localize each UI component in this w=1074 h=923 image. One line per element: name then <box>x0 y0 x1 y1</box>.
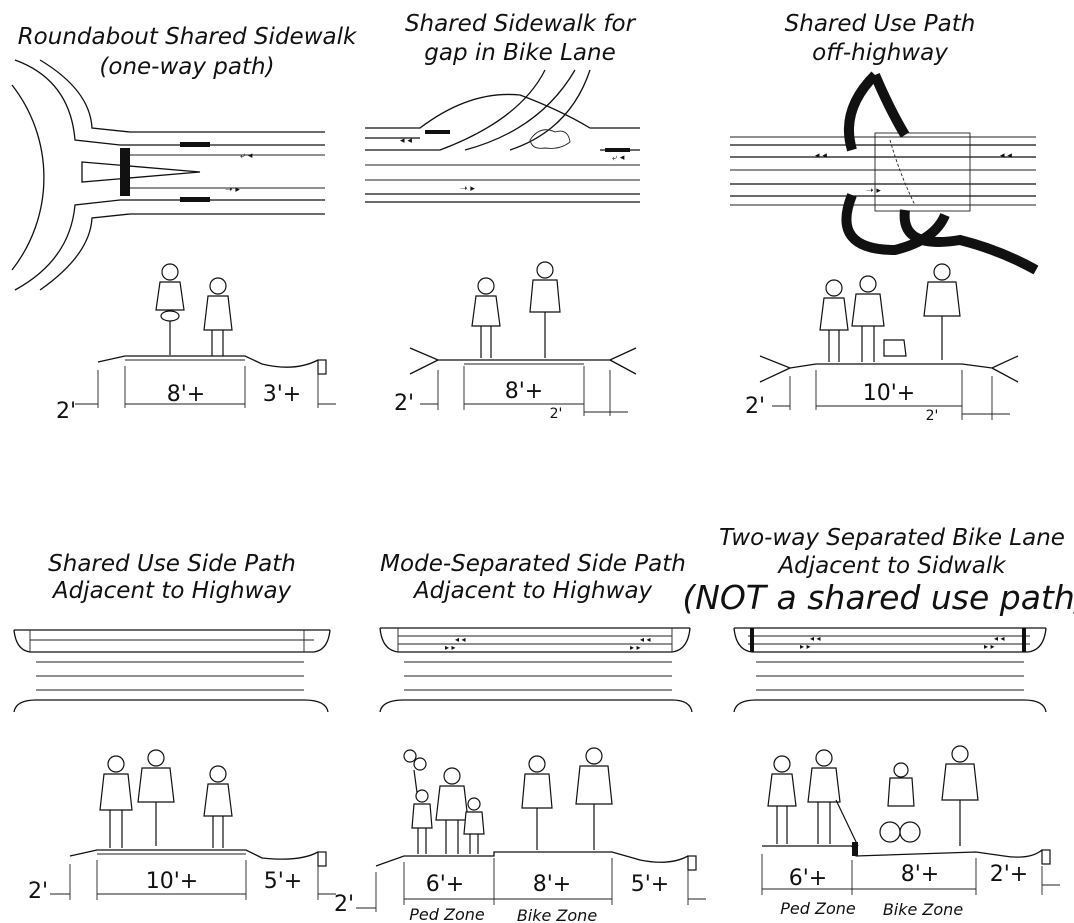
panel-title-line-1: Roundabout Shared Sidewalk <box>18 24 358 50</box>
panel-mode-separated-side-path: Mode-Separated Side Path Adjacent to Hig… <box>334 551 706 923</box>
panel-roundabout-shared-sidewalk: Roundabout Shared Sidewalk (one-way path… <box>11 24 358 424</box>
panel-title-line-1: Two-way Separated Bike Lane <box>719 525 1065 551</box>
panel-title-line-2: off-highway <box>812 40 948 66</box>
cyclist-figure <box>521 755 553 850</box>
cross-section-side-path: 2' 10'+ 5'+ <box>28 749 336 904</box>
cyclist-figure <box>529 261 561 358</box>
svg-text:⤶ ◂: ⤶ ◂ <box>612 153 625 163</box>
pedestrian-figure <box>203 765 233 848</box>
panel-title-line-2: Adjacent to Highway <box>51 578 292 604</box>
svg-text:◂ ◂: ◂ ◂ <box>815 151 827 161</box>
dim-path-width: 8'+ <box>167 382 205 407</box>
dim-left-buffer: 2' <box>56 399 76 424</box>
ped-zone-label: Ped Zone <box>409 905 485 923</box>
dim-ped-zone-width: 6'+ <box>426 872 464 897</box>
svg-text:◂ ◂: ◂ ◂ <box>1000 151 1012 161</box>
svg-text:◂ ◂: ◂ ◂ <box>994 634 1005 643</box>
ped-zone-label: Ped Zone <box>780 899 856 918</box>
cross-section-off-highway: 2' 10'+ 2' <box>745 263 1019 424</box>
panel-title-emphasis: (NOT a shared use path) <box>682 578 1074 617</box>
dim-bike-zone-width: 8'+ <box>901 862 939 887</box>
pedestrian-figure <box>471 277 501 358</box>
plan-view-roundabout: ⤶ ◂ ➝ ▸ <box>11 59 325 291</box>
dim-right-buffer: 3'+ <box>263 382 301 407</box>
panel-title-line-1: Shared Sidewalk for <box>405 11 637 37</box>
panel-title-line-2: Adjacent to Sidwalk <box>776 553 1007 579</box>
dim-right-buffer: 5'+ <box>631 872 669 897</box>
panel-shared-sidewalk-gap: Shared Sidewalk for gap in Bike Lane ◂ ◂… <box>365 11 640 422</box>
svg-text:◂ ◂: ◂ ◂ <box>455 635 466 644</box>
cross-section-bike-lane-gap: 2' 8'+ 2' <box>394 261 637 422</box>
dim-right-buffer: 2' <box>926 408 939 424</box>
dim-left-buffer: 2' <box>28 879 48 904</box>
svg-text:◂ ◂: ◂ ◂ <box>810 634 821 643</box>
pedestrian-figure <box>203 277 233 356</box>
svg-text:➝ ▸: ➝ ▸ <box>460 184 475 194</box>
pedestrian-with-cane-figure <box>807 749 859 847</box>
dim-path-width: 8'+ <box>505 379 543 404</box>
dim-right-buffer: 2'+ <box>990 862 1028 887</box>
plan-view-bike-lane-gap: ◂ ◂ ⤶ ◂ ➝ ▸ <box>365 69 640 203</box>
plan-view-side-path <box>13 629 331 713</box>
svg-text:⤶ ◂: ⤶ ◂ <box>240 151 253 161</box>
dim-left-buffer: 2' <box>745 394 765 419</box>
dim-path-width: 10'+ <box>146 869 198 894</box>
dim-left-buffer: 2' <box>394 391 414 416</box>
plan-view-off-highway: ◂ ◂ ◂ ◂ ➝ ▸ <box>730 71 1039 275</box>
child-figure <box>411 789 433 854</box>
pedestrian-figure <box>99 755 133 848</box>
dim-right-buffer: 5'+ <box>264 869 302 894</box>
cyclist-figure <box>941 745 979 846</box>
cyclist-figure <box>155 263 185 355</box>
svg-text:➝ ▸: ➝ ▸ <box>225 185 240 195</box>
panel-title-line-2: gap in Bike Lane <box>424 40 615 66</box>
plan-view-mode-separated: ◂ ◂ ◂ ◂ ▸ ▸ ▸ ▸ <box>379 627 693 713</box>
panel-title-line-2: Adjacent to Highway <box>412 578 653 604</box>
svg-text:▸ ▸: ▸ ▸ <box>630 643 641 652</box>
cyclist-figure <box>923 263 961 360</box>
dim-bike-zone-width: 8'+ <box>533 872 571 897</box>
svg-text:▸ ▸: ▸ ▸ <box>800 642 811 651</box>
bike-zone-label: Bike Zone <box>883 900 964 919</box>
svg-text:➝ ▸: ➝ ▸ <box>866 186 881 196</box>
svg-text:▸ ▸: ▸ ▸ <box>984 642 995 651</box>
dim-left-buffer: 2' <box>334 892 354 917</box>
dim-path-width: 10'+ <box>863 381 915 406</box>
panel-two-way-separated-bike-lane: Two-way Separated Bike Lane Adjacent to … <box>682 525 1074 919</box>
panel-title-line-1: Shared Use Side Path <box>48 551 296 577</box>
dim-ped-zone-width: 6'+ <box>789 866 827 891</box>
pedestrian-with-dog-figure <box>851 275 907 362</box>
plan-view-separated-bike-lane: ◂ ◂ ◂ ◂ ▸ ▸ ▸ ▸ <box>733 627 1047 713</box>
pedestrian-figure <box>819 279 849 362</box>
dim-right-buffer: 2' <box>550 406 563 422</box>
panel-shared-use-side-path: Shared Use Side Path Adjacent to Highway <box>13 551 336 904</box>
pedestrian-figure <box>767 755 797 844</box>
panel-title-line-1: Mode-Separated Side Path <box>380 551 686 577</box>
cross-section-roundabout: 2' 8'+ 3'+ <box>56 263 336 424</box>
bike-zone-label: Bike Zone <box>517 906 598 923</box>
cyclist-figure <box>575 747 613 850</box>
svg-text:◂ ◂: ◂ ◂ <box>400 136 412 146</box>
pedestrian-figure <box>435 767 469 854</box>
cross-section-mode-separated: 2' 6'+ 8'+ 5'+ Ped Zone Bike Zone <box>334 747 706 923</box>
svg-text:▸ ▸: ▸ ▸ <box>445 643 456 652</box>
cross-section-separated-bike-lane: 6'+ 8'+ 2'+ Ped Zone Bike Zone <box>761 745 1060 919</box>
panel-shared-use-path-off-highway: Shared Use Path off-highway ◂ ◂ ◂ ◂ ➝ ▸ <box>730 11 1039 424</box>
child-figure <box>463 797 485 854</box>
svg-text:◂ ◂: ◂ ◂ <box>640 635 651 644</box>
cyclist-figure <box>137 749 175 846</box>
panel-title-line-2: (one-way path) <box>99 54 274 80</box>
child-cyclist-figure <box>879 762 921 843</box>
panel-title-line-1: Shared Use Path <box>785 11 976 37</box>
